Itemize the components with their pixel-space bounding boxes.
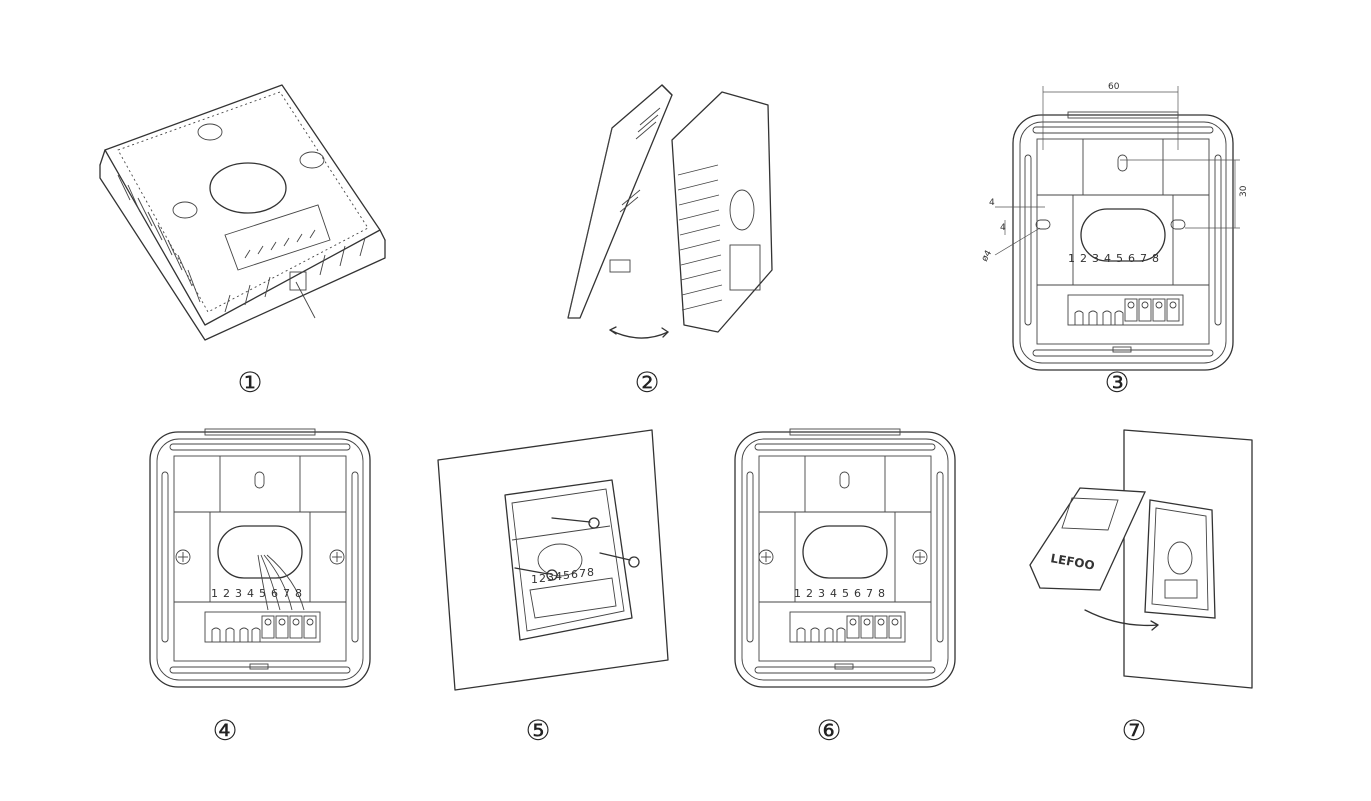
terminal-number: 5 (842, 587, 849, 600)
step-marker-2: ② (634, 366, 660, 399)
terminal-number: 2 (806, 587, 813, 600)
terminal-number: 1 (211, 587, 218, 600)
step-marker-1: ① (237, 366, 263, 399)
dim-width-label: 60 (1108, 82, 1120, 92)
terminal-number: 7 (866, 587, 873, 600)
terminal-number: 1 (1068, 252, 1075, 265)
step-marker-3: ③ (1104, 366, 1130, 399)
step-marker-5: ⑤ (525, 714, 551, 747)
terminal-number: 1 (794, 587, 801, 600)
figure-3-dimensions: 60 30 4 4 ø4 1 2 3 4 5 6 7 8 (980, 82, 1249, 371)
terminal-number: 4 (247, 587, 254, 600)
figure-6-mounted-plate: 1 2 3 4 5 6 7 8 (734, 428, 956, 688)
terminal-number: 5 (1116, 252, 1123, 265)
terminal-number: 6 (271, 587, 278, 600)
terminal-number: 4 (555, 570, 562, 583)
terminal-number: 4 (830, 587, 837, 600)
terminal-number: 8 (295, 587, 302, 600)
terminal-number: 6 (1128, 252, 1135, 265)
figure-5-wall-mounting: 1 2 3 4 5 6 7 8 (437, 429, 669, 691)
step-marker-4: ④ (212, 714, 238, 747)
terminal-number: 5 (259, 587, 266, 600)
terminal-number: 3 (1092, 252, 1099, 265)
terminal-number: 6 (571, 568, 578, 581)
terminal-number: 7 (1140, 252, 1147, 265)
terminal-number: 3 (818, 587, 825, 600)
figure-7-attach-cover: LEFOO (1029, 429, 1253, 689)
figure-5-terminal-numbers: 1 2 3 4 5 6 7 8 (531, 566, 594, 586)
figure-6-terminal-numbers: 1 2 3 4 5 6 7 8 (794, 587, 885, 600)
figure-3-terminal-numbers: 1 2 3 4 5 6 7 8 (1068, 252, 1159, 265)
step-marker-6: ⑥ (816, 714, 842, 747)
terminal-number: 1 (531, 573, 538, 586)
figure-2-cover-separation (567, 84, 773, 339)
terminal-number: 8 (878, 587, 885, 600)
dim-height-label: 30 (1239, 185, 1249, 197)
terminal-number: 3 (235, 587, 242, 600)
terminal-number: 2 (223, 587, 230, 600)
terminal-number: 2 (539, 572, 546, 585)
dim-offset-label: 4 (989, 198, 995, 208)
terminal-number: 8 (587, 566, 594, 579)
dim-hole-label: ø4 (980, 249, 994, 264)
terminal-number: 4 (1104, 252, 1111, 265)
terminal-number: 7 (579, 567, 586, 580)
step-marker-7: ⑦ (1121, 714, 1147, 747)
terminal-number: 6 (854, 587, 861, 600)
figure-1-back-plate-isometric (99, 84, 386, 341)
terminal-number: 8 (1152, 252, 1159, 265)
figure-4-wiring: 1 2 3 4 5 6 7 8 (149, 428, 371, 688)
terminal-number: 2 (1080, 252, 1087, 265)
terminal-number: 3 (547, 571, 554, 584)
terminal-number: 7 (283, 587, 290, 600)
dim-slot-label: 4 (1000, 223, 1006, 233)
terminal-number: 5 (563, 569, 570, 582)
figure-4-terminal-numbers: 1 2 3 4 5 6 7 8 (211, 587, 302, 600)
